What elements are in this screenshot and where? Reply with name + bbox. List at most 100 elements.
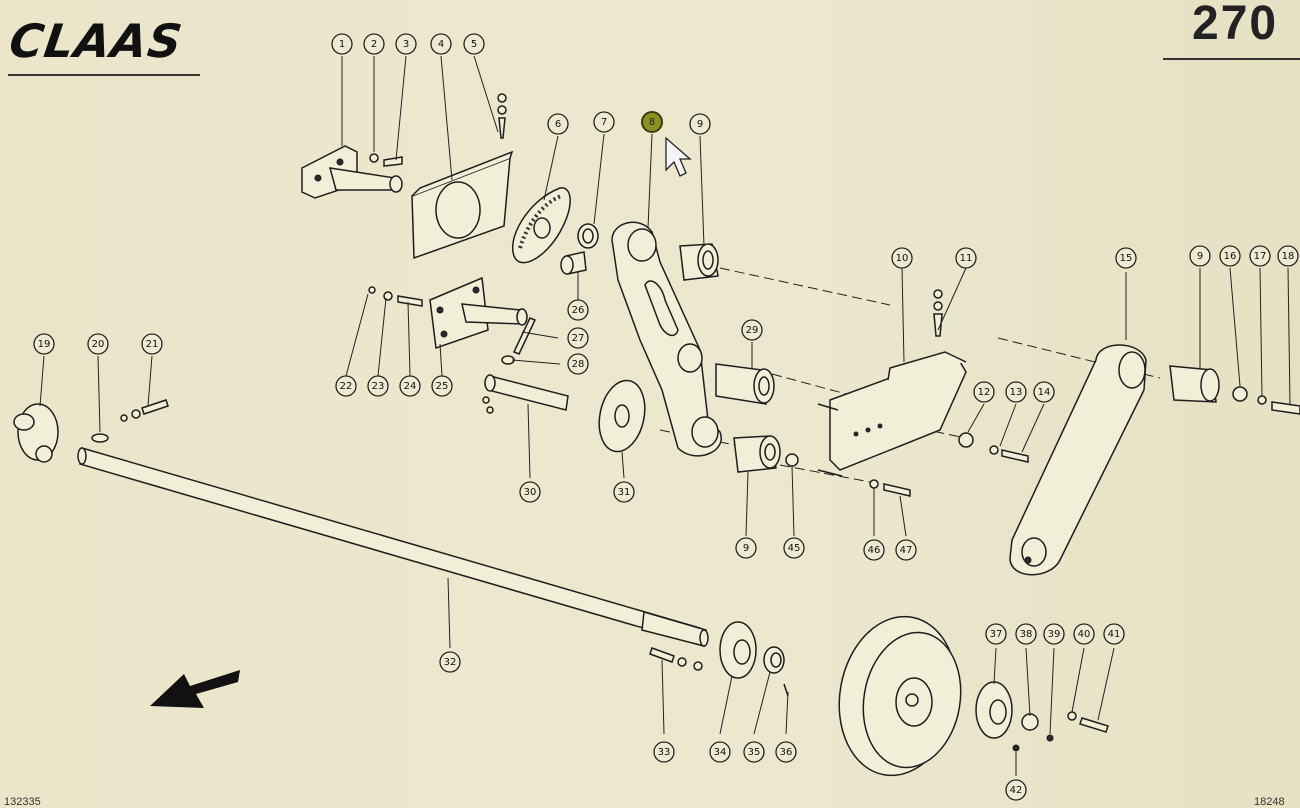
callout-33[interactable]: 33: [653, 741, 675, 763]
callout-number: 39: [1048, 629, 1061, 640]
callout-38[interactable]: 38: [1015, 623, 1037, 645]
callout-8[interactable]: 8: [641, 111, 663, 133]
drawing-code-right: 18248: [1254, 796, 1285, 808]
callout-12[interactable]: 12: [973, 381, 995, 403]
callout-circle: [593, 111, 615, 133]
part-3-bolt: [383, 156, 403, 167]
callout-circle: [567, 327, 589, 349]
part-37-hub: [975, 681, 1013, 739]
callout-circle: [463, 33, 485, 55]
callout-22[interactable]: 22: [335, 375, 357, 397]
callout-5[interactable]: 5: [463, 33, 485, 55]
part-2-washer: [369, 153, 379, 163]
part-20-key: [91, 433, 109, 443]
parts-artwork: [13, 55, 1300, 777]
callout-26[interactable]: 26: [567, 299, 589, 321]
callout-9[interactable]: 9: [735, 537, 757, 559]
callout-circle: [895, 539, 917, 561]
callout-39[interactable]: 39: [1043, 623, 1065, 645]
callout-3[interactable]: 3: [395, 33, 417, 55]
part-40-washer: [1067, 711, 1077, 721]
callout-46[interactable]: 46: [863, 539, 885, 561]
callout-20[interactable]: 20: [87, 333, 109, 355]
callout-16[interactable]: 16: [1219, 245, 1241, 267]
callout-circle: [1043, 623, 1065, 645]
part-30-shaft: [482, 374, 569, 414]
callout-1[interactable]: 1: [331, 33, 353, 55]
callout-6[interactable]: 6: [547, 113, 569, 135]
callout-circle: [863, 539, 885, 561]
callout-circle: [1033, 381, 1055, 403]
callout-number: 45: [788, 543, 801, 554]
callout-25[interactable]: 25: [431, 375, 453, 397]
part-10-bracket-frame: [817, 351, 967, 477]
part-47-bolt: [883, 483, 911, 497]
part-36-pin: [783, 683, 789, 697]
part-34-flange: [719, 621, 757, 679]
callout-number: 9: [697, 119, 703, 130]
part-27-pin: [512, 317, 537, 355]
callout-31[interactable]: 31: [613, 481, 635, 503]
callout-30[interactable]: 30: [519, 481, 541, 503]
part-45-washer: [785, 453, 799, 467]
callout-9[interactable]: 9: [689, 113, 711, 135]
callout-27[interactable]: 27: [567, 327, 589, 349]
callout-circle: [87, 333, 109, 355]
callout-40[interactable]: 40: [1073, 623, 1095, 645]
callout-24[interactable]: 24: [399, 375, 421, 397]
callout-28[interactable]: 28: [567, 353, 589, 375]
callout-17[interactable]: 17: [1249, 245, 1271, 267]
callout-47[interactable]: 47: [895, 539, 917, 561]
part-9-bushing-right: [1169, 365, 1220, 403]
wheel: [838, 615, 962, 777]
callout-37[interactable]: 37: [985, 623, 1007, 645]
callout-circle: [395, 33, 417, 55]
callout-number: 29: [746, 325, 759, 336]
callout-36[interactable]: 36: [775, 741, 797, 763]
drawing-code-left: 132335: [4, 796, 41, 808]
callout-23[interactable]: 23: [367, 375, 389, 397]
callout-number: 14: [1038, 387, 1051, 398]
part-42-grease-nipple: [1012, 744, 1020, 752]
callout-18[interactable]: 18: [1277, 245, 1299, 267]
callout-number: 12: [978, 387, 991, 398]
callout-4[interactable]: 4: [430, 33, 452, 55]
callout-11[interactable]: 11: [955, 247, 977, 269]
callout-circle: [985, 623, 1007, 645]
callout-number: 34: [714, 747, 727, 758]
callout-circle: [399, 375, 421, 397]
callout-32[interactable]: 32: [439, 651, 461, 673]
callout-number: 47: [900, 545, 913, 556]
part-12-washer: [958, 432, 974, 448]
callout-14[interactable]: 14: [1033, 381, 1055, 403]
callout-35[interactable]: 35: [743, 741, 765, 763]
part-25-flange-plate: [429, 276, 528, 350]
callout-42[interactable]: 42: [1005, 779, 1027, 801]
callout-15[interactable]: 15: [1115, 247, 1137, 269]
callout-number: 42: [1010, 785, 1023, 796]
callout-10[interactable]: 10: [891, 247, 913, 269]
callout-circle: [653, 741, 675, 763]
callout-7[interactable]: 7: [593, 111, 615, 133]
callout-circle: [1015, 623, 1037, 645]
callout-2[interactable]: 2: [363, 33, 385, 55]
callout-9[interactable]: 9: [1189, 245, 1211, 267]
callout-circle: [33, 333, 55, 355]
callout-number: 3: [403, 39, 409, 50]
part-13-washer: [989, 445, 999, 455]
callout-circle: [741, 319, 763, 341]
part-18-bolt: [1271, 401, 1300, 415]
callout-45[interactable]: 45: [783, 537, 805, 559]
callout-21[interactable]: 21: [141, 333, 163, 355]
part-23-washer: [383, 291, 393, 301]
callout-19[interactable]: 19: [33, 333, 55, 355]
callout-41[interactable]: 41: [1103, 623, 1125, 645]
callout-number: 35: [748, 747, 761, 758]
callout-29[interactable]: 29: [741, 319, 763, 341]
callout-circle: [567, 353, 589, 375]
callout-34[interactable]: 34: [709, 741, 731, 763]
page-rule: [1163, 58, 1300, 60]
part-35-ring: [763, 646, 785, 674]
callout-13[interactable]: 13: [1005, 381, 1027, 403]
